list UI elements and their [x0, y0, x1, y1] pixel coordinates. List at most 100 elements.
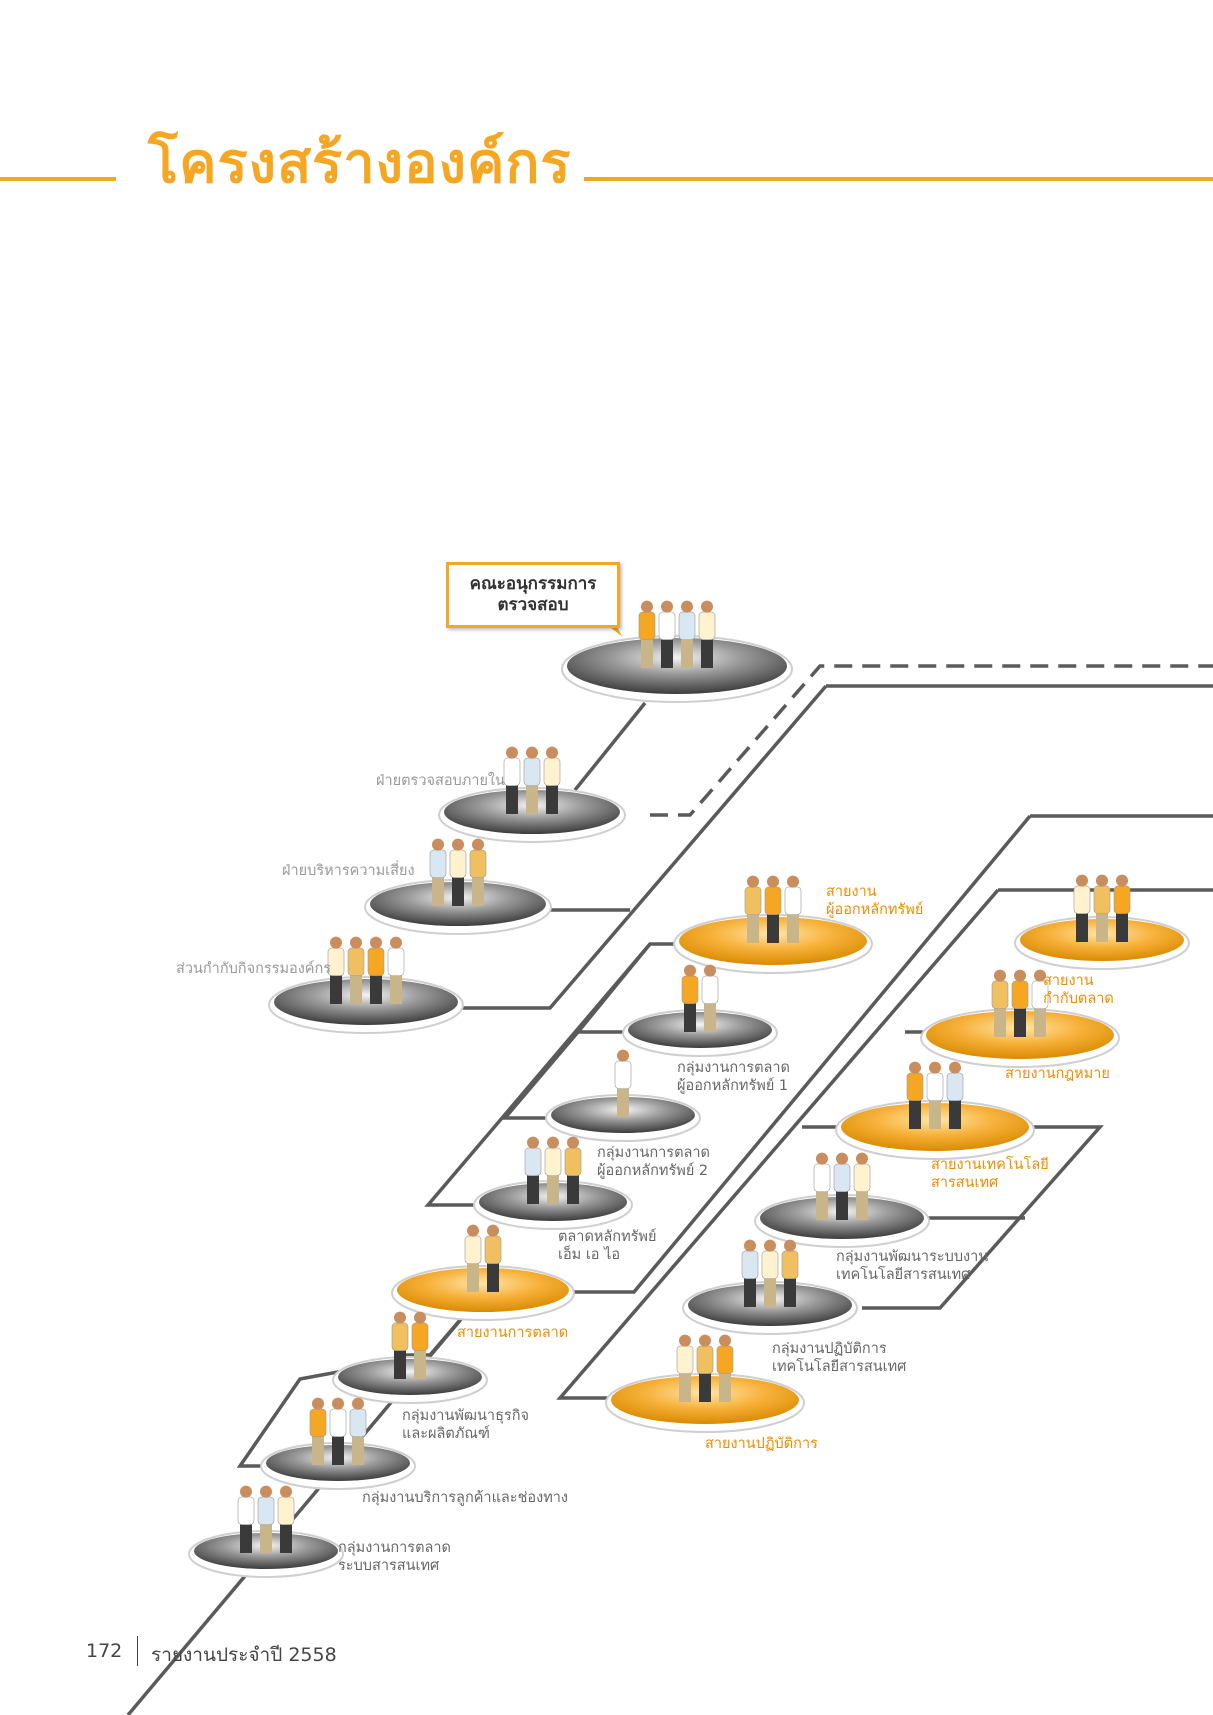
person-figure [327, 936, 345, 1004]
platform-business-dev[interactable] [332, 1311, 488, 1404]
person-figure [391, 1311, 409, 1379]
person-figure [277, 1485, 295, 1553]
person-figure [906, 1061, 924, 1129]
label-mai-line1: ตลาดหลักทรัพย์ [558, 1229, 657, 1245]
connector-diagonal-main-left [457, 684, 828, 1010]
audit-committee-label-2: ตรวจสอบ [497, 595, 569, 615]
person-figure [411, 1311, 429, 1379]
person-figure [853, 1152, 871, 1220]
label-it-division-line2: สารสนเทศ [931, 1175, 999, 1191]
platform-it-division[interactable] [835, 1061, 1035, 1160]
person-figure [681, 964, 699, 1032]
platform-marketing-division[interactable] [391, 1224, 575, 1321]
audit-committee-box[interactable]: คณะอนุกรรมการ ตรวจสอบ [446, 562, 620, 628]
label-issuer-division-2: ผู้ออกหลักทรัพย์ [826, 902, 924, 918]
label-issuer-marketing-2-line1: กลุ่มงานการตลาด [597, 1145, 710, 1161]
person-figure [523, 746, 541, 814]
label-issuer-marketing-1: กลุ่มงานการตลาด ผู้ออกหลักทรัพย์ 1 [677, 1059, 790, 1095]
platform-internal-audit[interactable] [438, 746, 626, 843]
person-figure [658, 600, 676, 668]
person-figure [1093, 874, 1111, 942]
person-figure [237, 1485, 255, 1553]
label-it-systems-dev: กลุ่มงานพัฒนาระบบงาน เทคโนโลยีสารสนเทศ [836, 1248, 988, 1284]
person-figure [701, 964, 719, 1032]
person-figure [696, 1334, 714, 1402]
label-issuer-marketing-2: กลุ่มงานการตลาด ผู้ออกหลักทรัพย์ 2 [597, 1144, 710, 1180]
person-figure [503, 746, 521, 814]
person-figure [469, 838, 487, 906]
connector-dashed [650, 664, 1213, 817]
label-marketing-division: สายงานการตลาด [457, 1325, 569, 1341]
platform-it-systems-dev[interactable] [754, 1152, 930, 1248]
platform-risk-management[interactable] [364, 838, 552, 935]
label-market-supervision-line1: สายงาน [1043, 973, 1094, 989]
person-figure [716, 1334, 734, 1402]
label-mai-line2: เอ็ม เอ ไอ [558, 1247, 621, 1263]
label-business-dev: กลุ่มงานพัฒนาธุรกิจ และผลิตภัณฑ์ [402, 1407, 529, 1443]
person-figure [638, 600, 656, 668]
platform-market-supervision[interactable] [1014, 874, 1190, 970]
platform-it-marketing[interactable] [188, 1485, 344, 1578]
person-figure [464, 1224, 482, 1292]
label-it-operations: กลุ่มงานปฏิบัติการ เทคโนโลยีสารสนเทศ [772, 1340, 906, 1376]
person-figure [387, 936, 405, 1004]
person-figure [257, 1485, 275, 1553]
page-title: โครงสร้างองค์กร [148, 131, 572, 196]
label-legal: สายงานกฎหมาย [1005, 1066, 1110, 1082]
label-risk-management: ฝ่ายบริหารความเสี่ยง [282, 863, 415, 879]
person-figure [926, 1061, 944, 1129]
person-figure [761, 1239, 779, 1307]
person-figure [564, 1136, 582, 1204]
label-it-marketing-line1: กลุ่มงานการตลาด [338, 1540, 451, 1556]
label-operations-division: สายงานปฏิบัติการ [705, 1436, 818, 1452]
platform-issuer-marketing-2[interactable] [545, 1049, 701, 1142]
person-figure [1113, 874, 1131, 942]
person-figure [429, 838, 447, 906]
person-figure [329, 1397, 347, 1465]
footer-separator [137, 1636, 138, 1666]
platform-issuer-division[interactable] [673, 875, 873, 974]
platform-it-operations[interactable] [682, 1239, 858, 1335]
platform-corporate-governance[interactable] [268, 936, 464, 1034]
label-it-division-line1: สายงานเทคโนโลยี [931, 1157, 1049, 1173]
label-issuer-marketing-2-line2: ผู้ออกหลักทรัพย์ 2 [597, 1163, 709, 1179]
person-figure [678, 600, 696, 668]
person-figure [991, 969, 1009, 1037]
platform-issuer-marketing-1[interactable] [622, 964, 778, 1057]
person-figure [784, 875, 802, 943]
label-it-marketing-line2: ระบบสารสนเทศ [338, 1558, 440, 1574]
person-figure [544, 1136, 562, 1204]
person-figure [347, 936, 365, 1004]
person-figure [741, 1239, 759, 1307]
title-rule-left [0, 177, 116, 181]
platform-disc [338, 1359, 482, 1395]
label-it-operations-line1: กลุ่มงานปฏิบัติการ [772, 1341, 887, 1357]
person-figure [349, 1397, 367, 1465]
label-it-systems-dev-line1: กลุ่มงานพัฒนาระบบงาน [836, 1249, 989, 1265]
person-figure [676, 1334, 694, 1402]
label-market-supervision: สายงาน กำกับตลาด [1043, 972, 1114, 1008]
label-issuer-marketing-1-line2: ผู้ออกหลักทรัพย์ 1 [677, 1078, 789, 1094]
label-issuer-marketing-1-line1: กลุ่มงานการตลาด [677, 1060, 790, 1076]
platform-audit-committee[interactable] [561, 600, 793, 703]
person-figure [1011, 969, 1029, 1037]
person-figure [484, 1224, 502, 1292]
platform-disc [274, 979, 458, 1025]
label-issuer-division: สายงาน ผู้ออกหลักทรัพย์ [826, 883, 923, 919]
platform-legal[interactable] [920, 969, 1120, 1068]
platform-mai[interactable] [473, 1136, 633, 1230]
person-figure [367, 936, 385, 1004]
person-figure [524, 1136, 542, 1204]
person-figure [781, 1239, 799, 1307]
platform-customer-service[interactable] [260, 1397, 416, 1490]
label-internal-audit: ฝ่ายตรวจสอบภายใน [376, 773, 505, 789]
connector-right-diagonal [556, 888, 1000, 1400]
platform-operations-division[interactable] [605, 1334, 805, 1433]
person-figure [614, 1049, 632, 1117]
person-figure [698, 600, 716, 668]
person-figure [449, 838, 467, 906]
person-figure [813, 1152, 831, 1220]
platform-disc [397, 1268, 569, 1312]
